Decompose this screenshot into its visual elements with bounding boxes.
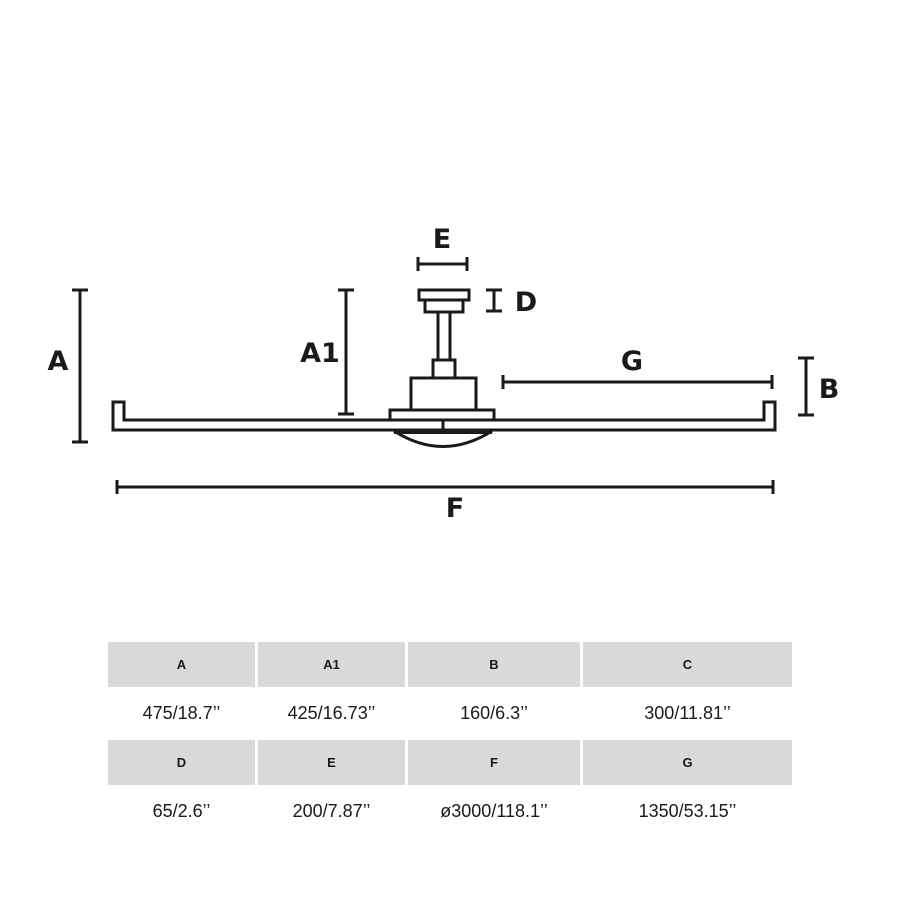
dimension-lines <box>72 257 814 494</box>
label-B: B <box>819 374 840 405</box>
dim-G <box>501 375 774 389</box>
label-E: E <box>433 224 451 255</box>
table-value-A: 475/18.7’’ <box>142 703 221 723</box>
canopy-base <box>423 298 465 314</box>
dim-A1 <box>338 288 354 416</box>
dim-B <box>798 356 814 417</box>
coupler <box>431 358 457 380</box>
dim-E <box>416 257 469 271</box>
table-value-D: 65/2.6’’ <box>152 801 211 821</box>
motor-housing <box>409 376 478 412</box>
table-header-G: G <box>583 740 792 785</box>
table-value-E: 200/7.87’’ <box>292 801 371 821</box>
downrod <box>436 310 452 362</box>
table-header-B: B <box>408 642 580 687</box>
label-A1: A1 <box>300 338 340 369</box>
fan-outline <box>111 288 777 448</box>
table-value-F: ø3000/118.1’’ <box>440 801 548 821</box>
table-header-D: D <box>108 740 255 785</box>
table-header-F: F <box>408 740 580 785</box>
table-value-C: 300/11.81’’ <box>644 703 731 723</box>
ceiling-fan-dimension-drawing: A A1 E D G B F <box>48 224 840 524</box>
light-dome <box>393 429 493 448</box>
table-value-B: 160/6.3’’ <box>460 703 528 723</box>
dim-F <box>115 480 775 494</box>
label-D: D <box>515 287 537 318</box>
table-header-C: C <box>583 642 792 687</box>
table-value-G: 1350/53.15’’ <box>638 801 737 821</box>
label-F: F <box>446 493 464 524</box>
label-A: A <box>48 346 69 377</box>
dim-A <box>72 288 88 444</box>
table-value-A1: 425/16.73’’ <box>287 703 376 723</box>
table-header-A1: A1 <box>258 642 405 687</box>
dim-D <box>486 288 502 313</box>
table-header-E: E <box>258 740 405 785</box>
fan-blade <box>111 400 777 432</box>
table-header-A: A <box>108 642 255 687</box>
label-G: G <box>621 346 643 377</box>
